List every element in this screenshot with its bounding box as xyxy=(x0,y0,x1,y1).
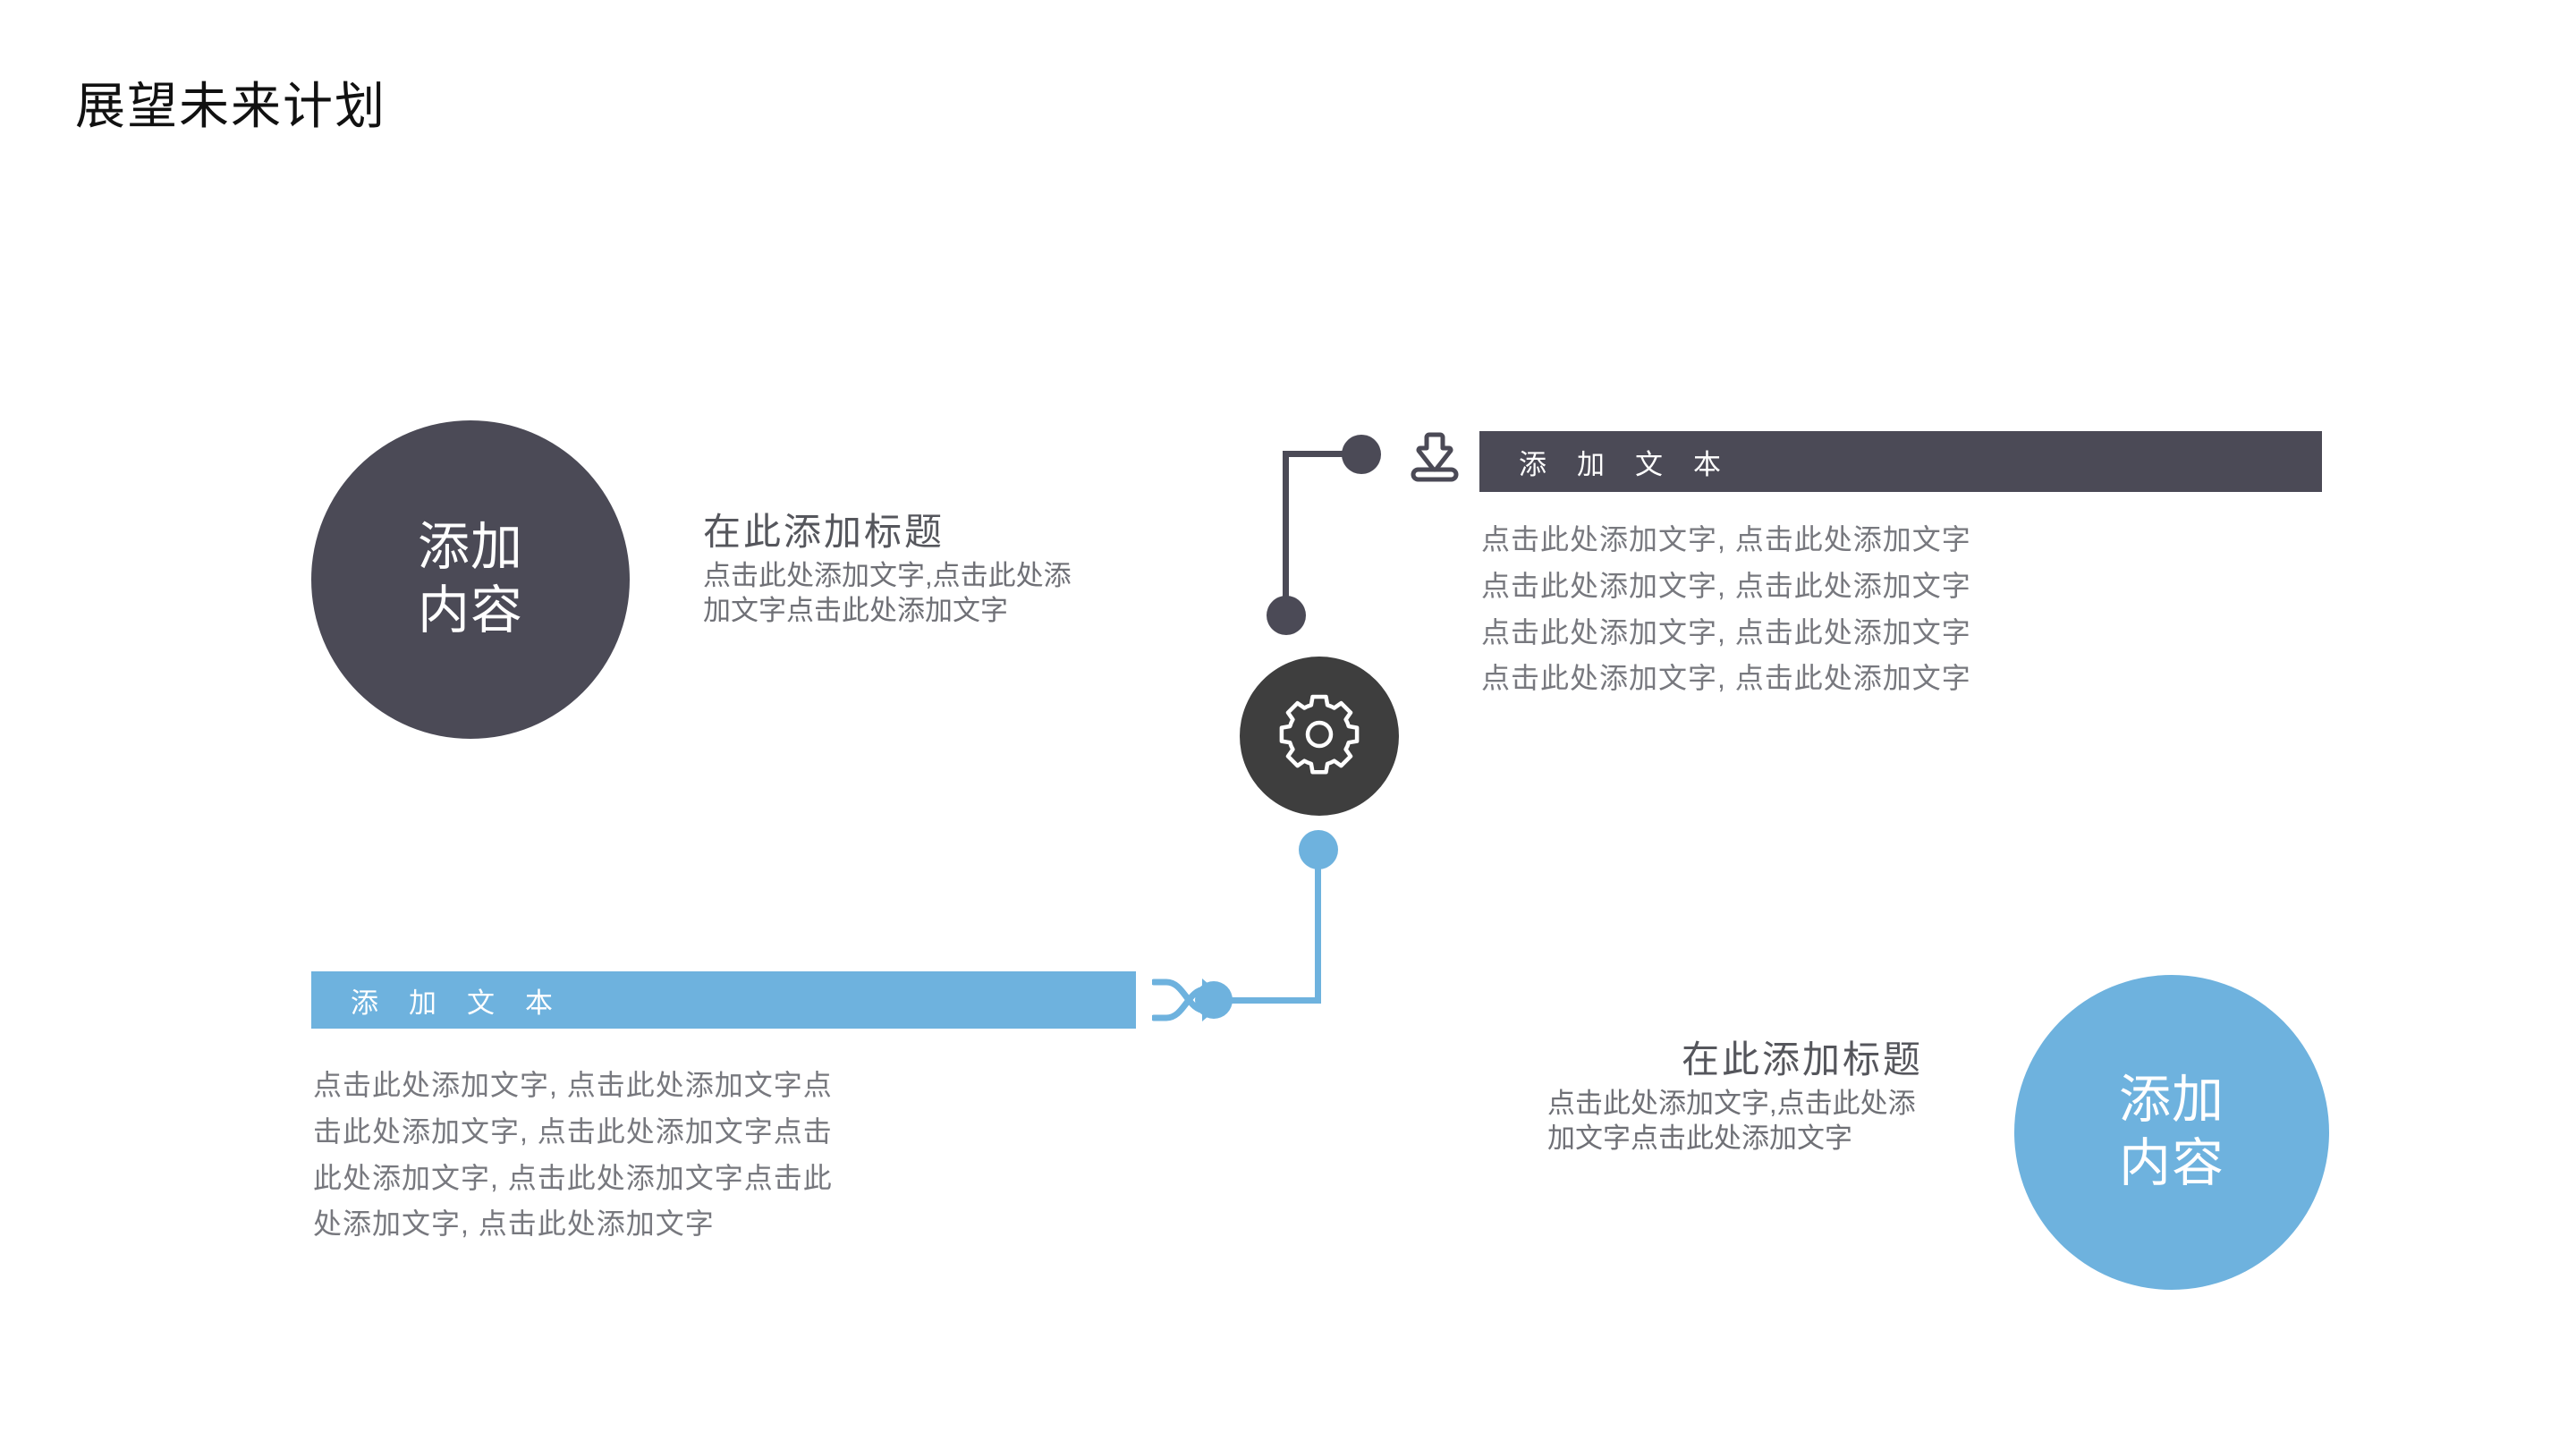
bottom-right-body: 点击此处添加文字,点击此处添加文字点击此处添加文字 xyxy=(1547,1088,1916,1155)
gear-hub-circle[interactable] xyxy=(1240,657,1399,816)
blue-circle-line-1: 添加 xyxy=(2118,1071,2224,1130)
top-left-title: 在此添加标题 xyxy=(703,511,945,553)
blue-banner-label: 添加文本 xyxy=(351,987,583,1019)
dark-circle-line-1: 添加 xyxy=(417,518,523,577)
bottom-right-title: 在此添加标题 xyxy=(1681,1038,1923,1080)
shuffle-arrows-icon xyxy=(1150,968,1216,1032)
bottom-left-paragraph: 点击此处添加文字, 点击此处添加文字点 击此处添加文字, 点击此处添加文字点击 … xyxy=(313,1069,833,1241)
dark-banner-label: 添加文本 xyxy=(1519,448,1751,480)
page-title: 展望未来计划 xyxy=(75,78,386,134)
blue-banner[interactable]: 添加文本 xyxy=(311,971,1136,1029)
dark-banner[interactable]: 添加文本 xyxy=(1479,431,2322,492)
top-left-body: 点击此处添加文字,点击此处添加文字点击此处添加文字 xyxy=(703,560,1072,627)
connector-node-top-right xyxy=(1342,435,1381,474)
connector-bottom-vertical xyxy=(1315,850,1321,1004)
connector-node-top-bottom xyxy=(1267,596,1306,635)
connector-top-vertical xyxy=(1283,451,1289,621)
download-insert-icon xyxy=(1406,428,1463,485)
gear-icon xyxy=(1276,691,1362,782)
blue-content-circle[interactable]: 添加 内容 xyxy=(2014,975,2329,1290)
dark-content-circle[interactable]: 添加 内容 xyxy=(311,420,630,739)
bottom-right-text-block: 在此添加标题 点击此处添加文字,点击此处添加文字点击此处添加文字 xyxy=(1547,1038,1923,1156)
top-left-text-block: 在此添加标题 点击此处添加文字,点击此处添加文字点击此处添加文字 xyxy=(703,510,1079,628)
connector-top-horizontal xyxy=(1283,451,1361,457)
dark-circle-line-2: 内容 xyxy=(417,581,523,640)
top-right-paragraph: 点击此处添加文字, 点击此处添加文字 点击此处添加文字, 点击此处添加文字 点击… xyxy=(1481,523,1971,695)
blue-circle-line-2: 内容 xyxy=(2118,1134,2224,1192)
connector-bottom-horizontal xyxy=(1215,997,1321,1004)
